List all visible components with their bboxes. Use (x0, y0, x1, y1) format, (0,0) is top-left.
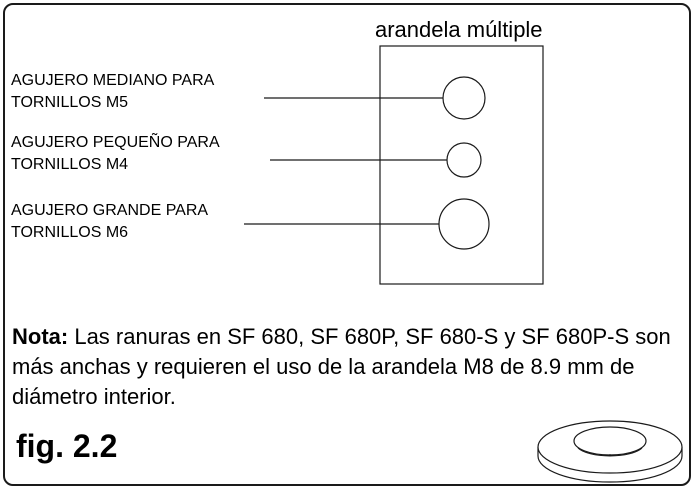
label-medium-hole: AGUJERO MEDIANO PARA TORNILLOS M5 (11, 72, 215, 111)
label-large-hole: AGUJERO GRANDE PARA TORNILLOS M6 (11, 202, 209, 241)
figure-frame (3, 3, 691, 486)
label-small-hole: AGUJERO PEQUEÑO PARA TORNILLOS M4 (11, 134, 220, 173)
hole-medium-m5 (442, 76, 486, 120)
hole-small-m4 (446, 142, 482, 178)
figure-label: fig. 2.2 (16, 428, 118, 464)
m8-washer-illustration (537, 420, 683, 483)
note-prefix: Nota: (12, 324, 69, 349)
note-text: Las ranuras en SF 680, SF 680P, SF 680-S… (12, 324, 671, 409)
multi-washer-plate (379, 45, 544, 285)
hole-large-m6 (438, 198, 490, 250)
washer-title: arandela múltiple (375, 17, 543, 42)
note-paragraph: Nota: Las ranuras en SF 680, SF 680P, SF… (12, 322, 684, 412)
